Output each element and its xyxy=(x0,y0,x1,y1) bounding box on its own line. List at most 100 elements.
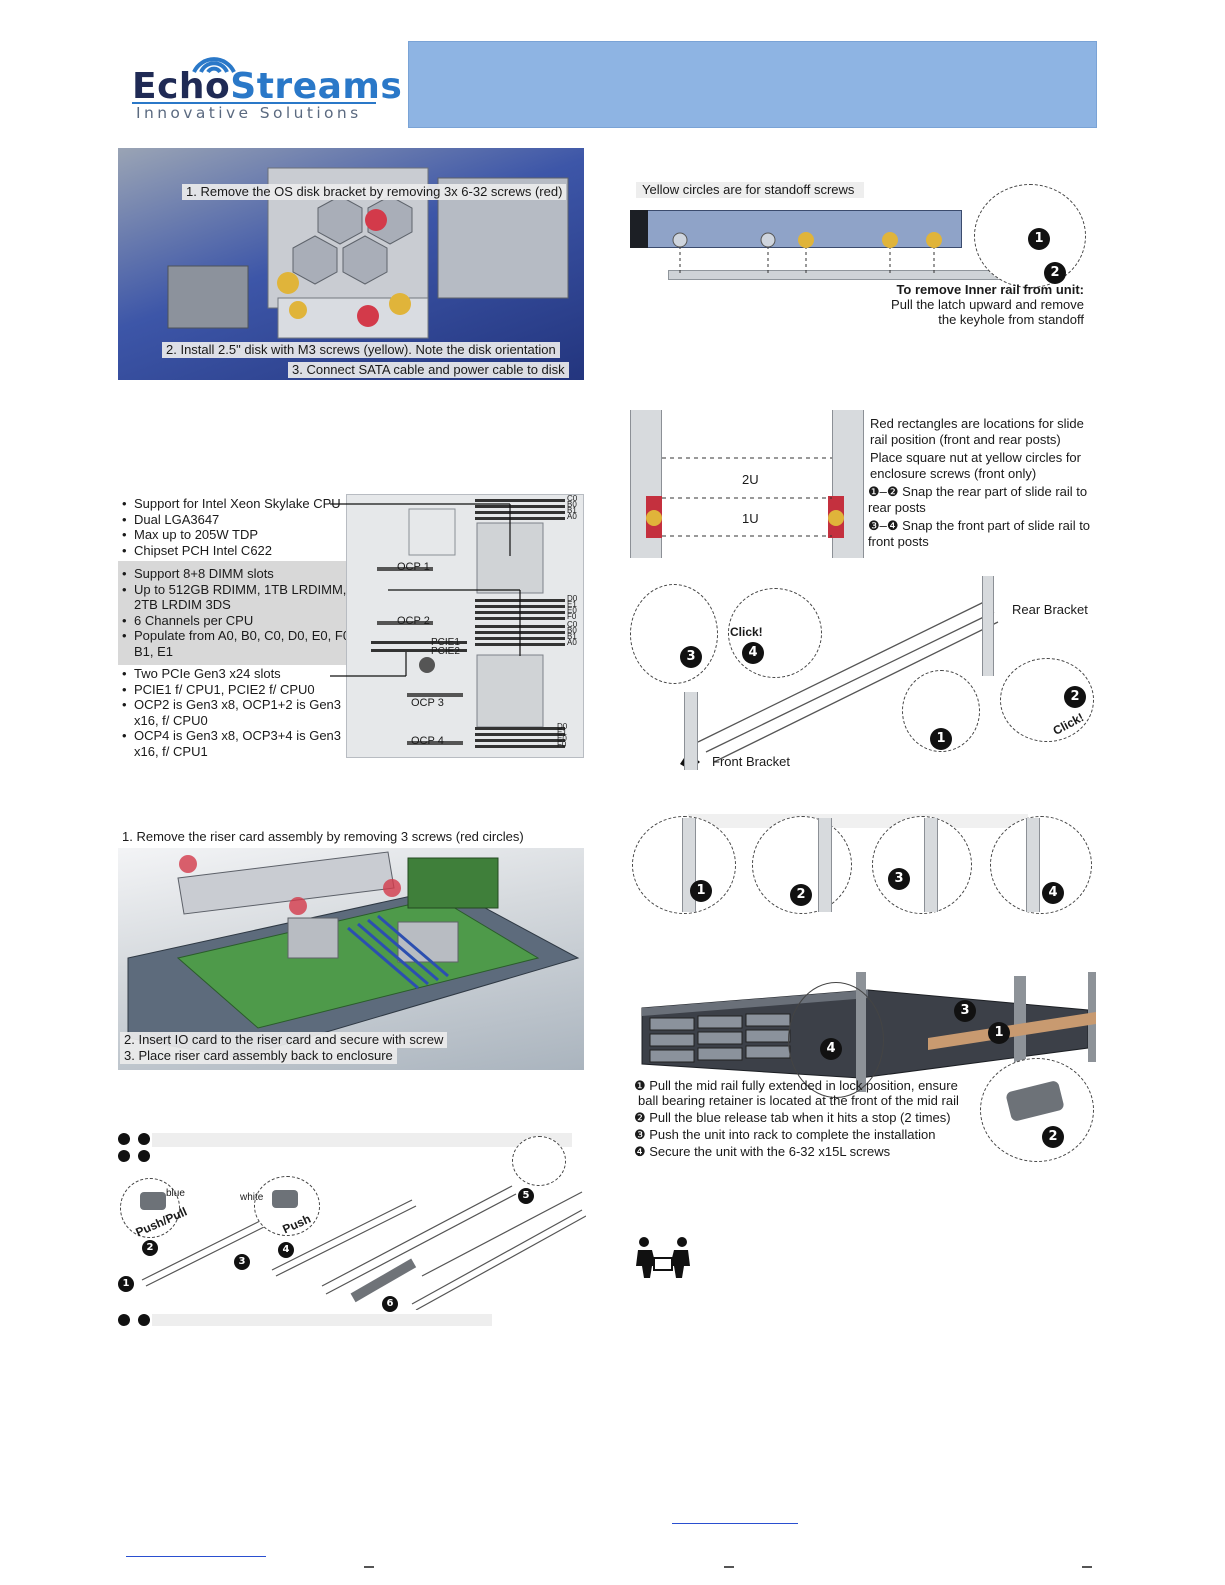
echostreams-logo: EchoStreams Innovative Solutions xyxy=(128,48,402,128)
step-number-4: 4 xyxy=(742,642,764,664)
two-person-lift-icon xyxy=(636,1237,690,1278)
logo-tagline: Innovative Solutions xyxy=(136,104,362,122)
inner-rail-diagram: Yellow circles are for standoff screws 1… xyxy=(628,178,1096,328)
label-2u: 2U xyxy=(742,472,759,487)
spec-item: Chipset PCH Intel C622 xyxy=(120,543,341,559)
footer-link-underline-2[interactable] xyxy=(126,1556,266,1557)
dimm-label: F0 xyxy=(567,612,577,621)
detail-circle xyxy=(512,1136,566,1186)
spec-item: OCP4 is Gen3 x8, OCP3+4 is Gen3 x16, f/ … xyxy=(120,728,358,759)
rack-post xyxy=(924,818,938,912)
logo-wordmark: EchoStreams xyxy=(132,66,403,107)
label-pcie2: PCIE2 xyxy=(431,646,460,657)
dimm-label: D0 xyxy=(567,594,578,603)
step-number-2: 2 xyxy=(1044,262,1066,284)
white-release-tab xyxy=(272,1190,298,1208)
step-number-6: 6 xyxy=(382,1296,398,1312)
step-number-1: 1 xyxy=(1028,228,1050,250)
spec-item: Dual LGA3647 xyxy=(120,512,341,528)
spec-list-cpu: Support for Intel Xeon Skylake CPU Dual … xyxy=(120,496,341,558)
snap-header-bar xyxy=(688,814,1028,828)
spec-item: Support 8+8 DIMM slots xyxy=(120,566,360,582)
step-number-2: 2 xyxy=(1064,686,1086,708)
dimm-label: C0 xyxy=(567,620,578,629)
snap-steps-diagram: 1 2 3 4 xyxy=(628,808,1096,916)
dimm-label: F0 xyxy=(557,740,567,749)
rear-bracket-label: Rear Bracket xyxy=(1012,602,1088,617)
spec-item: OCP2 is Gen3 x8, OCP1+2 is Gen3 x16, f/ … xyxy=(120,697,358,728)
step-number-1: 1 xyxy=(118,1276,134,1292)
step-number-5: 5 xyxy=(518,1188,534,1204)
step-number-3: 3 xyxy=(680,646,702,668)
os-disk-photo: 1. Remove the OS disk bracket by removin… xyxy=(118,148,584,380)
header-banner xyxy=(408,41,1097,128)
spec-item: Up to 512GB RDIMM, 1TB LRDIMM, 2TB LRDIM… xyxy=(120,582,360,613)
step-number-1: 1 xyxy=(988,1022,1010,1044)
step-number-2: 2 xyxy=(142,1240,158,1256)
square-nut-left xyxy=(646,510,662,526)
footer-tick xyxy=(1082,1566,1092,1568)
riser-step3: 3. Place riser card assembly back to enc… xyxy=(120,1048,397,1064)
bullet-dot xyxy=(138,1314,150,1326)
label-pcie1: PCIE1 xyxy=(431,637,460,648)
step-number-3: 3 xyxy=(954,1000,976,1022)
rear-rack-post xyxy=(982,576,994,676)
spec-item: PCIE1 f/ CPU1, PCIE2 f/ CPU0 xyxy=(120,682,358,698)
riser-step2: 2. Insert IO card to the riser card and … xyxy=(120,1032,448,1048)
os-disk-step2: 2. Install 2.5" disk with M3 screws (yel… xyxy=(162,342,560,358)
footer-tick xyxy=(364,1566,374,1568)
dimm-label: E0 xyxy=(557,734,567,743)
inner-rail-title: To remove Inner rail from unit: xyxy=(896,282,1084,297)
dimm-label: B0 xyxy=(567,626,577,635)
click-label-front: Click! xyxy=(730,625,763,639)
bullet-dot xyxy=(118,1150,130,1162)
riser-card-photo: 1. Remove the riser card assembly by rem… xyxy=(118,848,584,1070)
rail-footer-bar xyxy=(152,1314,492,1326)
install-step3: ❸ Push the unit into rack to complete th… xyxy=(634,1127,936,1142)
rack-post xyxy=(1026,818,1040,912)
rack-post xyxy=(818,818,832,912)
detail-circle xyxy=(872,816,972,914)
zoom-circle xyxy=(788,982,884,1098)
dimm-label: B0 xyxy=(567,500,577,509)
rail-header-bar xyxy=(152,1133,572,1147)
inner-rail-caption: Yellow circles are for standoff screws xyxy=(636,182,864,198)
detail-circle xyxy=(728,588,822,678)
footer-link-underline[interactable] xyxy=(672,1523,798,1524)
step-number-3: 3 xyxy=(234,1254,250,1270)
step-number-1: 1 xyxy=(930,728,952,750)
dimm-label: E1 xyxy=(557,728,567,737)
posts-text-1: Red rectangles are locations for slide r… xyxy=(870,416,1084,447)
label-ocp4: OCP 4 xyxy=(411,735,444,747)
inner-rail-line2: the keyhole from standoff xyxy=(938,312,1084,327)
rail-assembly-diagram: blue Push/Pull white Push 1 2 3 4 5 6 xyxy=(112,1130,586,1330)
spec-item: 6 Channels per CPU xyxy=(120,613,360,629)
front-rack-post xyxy=(684,692,698,770)
step-number-3: 3 xyxy=(888,868,910,890)
spec-item: Max up to 205W TDP xyxy=(120,527,341,543)
posts-text-2: Place square nut at yellow circles for e… xyxy=(870,450,1081,481)
step-number-2: 2 xyxy=(1042,1126,1064,1148)
label-white: white xyxy=(240,1192,264,1203)
os-disk-step3: 3. Connect SATA cable and power cable to… xyxy=(288,362,569,378)
dimm-label: E0 xyxy=(567,606,577,615)
bracket-install-diagram: 3 4 1 2 Click! Click! Rear Bracket Front… xyxy=(628,572,1096,770)
spec-item: Support for Intel Xeon Skylake CPU xyxy=(120,496,341,512)
label-ocp1: OCP 1 xyxy=(397,561,430,573)
posts-text-3: ❶–❷ Snap the rear part of slide rail to … xyxy=(868,484,1088,515)
dimm-label: B1 xyxy=(567,506,577,515)
label-ocp3: OCP 3 xyxy=(411,697,444,709)
os-disk-step1: 1. Remove the OS disk bracket by removin… xyxy=(182,184,567,200)
install-step1b: ball bearing retainer is located at the … xyxy=(638,1093,959,1108)
front-bracket-label: Front Bracket xyxy=(712,754,791,769)
bullet-dot xyxy=(138,1133,150,1145)
riser-card-illustration xyxy=(127,851,580,1059)
bullet-dot xyxy=(118,1314,130,1326)
square-nut-right xyxy=(828,510,844,526)
spec-list-memory: Support 8+8 DIMM slots Up to 512GB RDIMM… xyxy=(120,566,360,659)
dimm-label: B1 xyxy=(567,632,577,641)
rack-posts-diagram: 2U 1U Red rectangles are locations for s… xyxy=(628,406,1096,558)
step-number-4: 4 xyxy=(278,1242,294,1258)
logo-rule xyxy=(132,102,376,104)
step-number-4: 4 xyxy=(820,1038,842,1060)
